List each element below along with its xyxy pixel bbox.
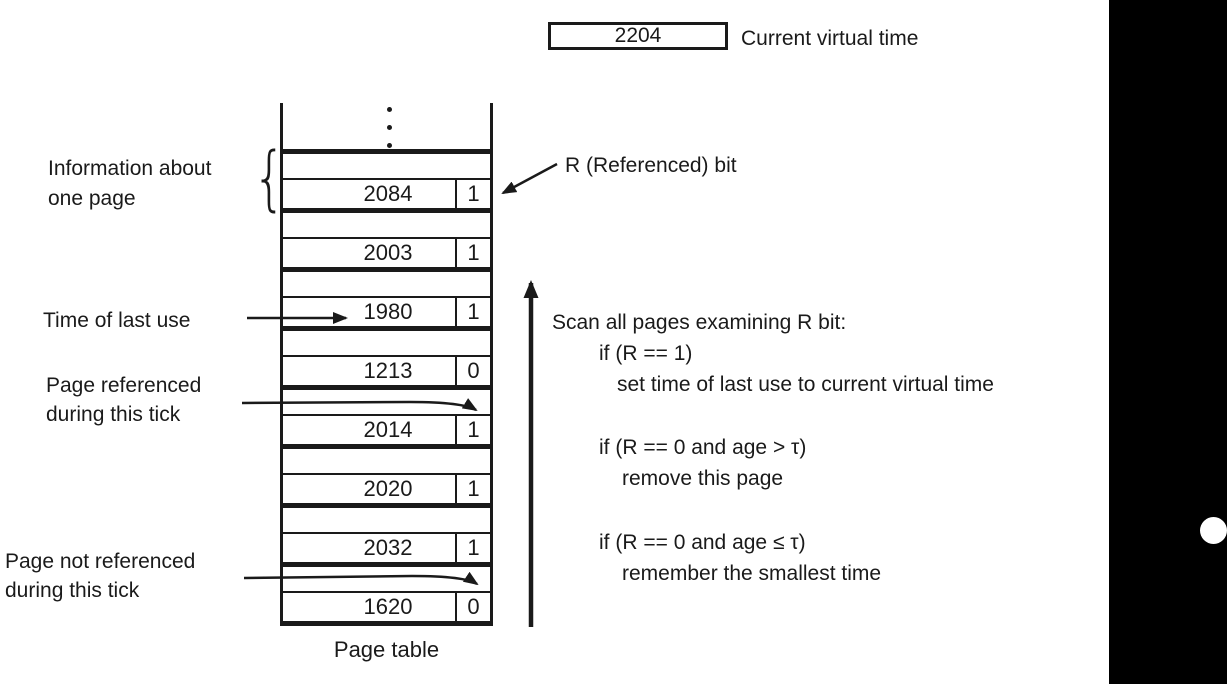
time-cell: 2084: [363, 181, 413, 206]
r-bit-arrow: [501, 162, 558, 195]
table-row: 1620 0: [283, 591, 490, 621]
r-bit-cell: 1: [455, 416, 490, 444]
referenced-arrow-row: [283, 385, 490, 414]
dot-icon: [387, 143, 392, 148]
r-bit-cell: 1: [455, 475, 490, 503]
empty-slot-row: [283, 149, 490, 178]
page-table: 2084 1 2003 1 1980 1 1213 0 2014 1 2020: [280, 103, 493, 626]
empty-slot-row: [283, 503, 490, 532]
algorithm-line-5: remove this page: [622, 467, 784, 490]
page-referenced-label: Page referenced during this tick: [46, 371, 201, 429]
page-table-caption: Page table: [333, 637, 440, 662]
empty-slot-row: [283, 326, 490, 355]
current-virtual-time-label: Current virtual time: [741, 27, 919, 50]
current-virtual-time-box: 2204: [548, 22, 728, 50]
table-bottom-border: [283, 621, 490, 626]
algorithm-line-2: if (R == 1): [599, 342, 693, 365]
r-bit-cell: 1: [455, 298, 490, 326]
white-dot: [1200, 517, 1227, 544]
table-row: 1213 0: [283, 355, 490, 385]
empty-slot-row: [283, 208, 490, 237]
r-bit-cell: 1: [455, 534, 490, 562]
time-cell: 2003: [363, 240, 413, 265]
not-referenced-arrow-row: [283, 562, 490, 591]
current-virtual-time-value: 2204: [614, 24, 662, 47]
table-row: 2084 1: [283, 178, 490, 208]
time-cell: 1620: [363, 594, 413, 619]
time-cell: 2020: [363, 476, 413, 501]
table-row: 1980 1: [283, 296, 490, 326]
time-cell: 1980: [363, 299, 413, 324]
time-cell: 2032: [363, 535, 413, 560]
ellipsis-dots: [283, 103, 490, 149]
table-row: 2014 1: [283, 414, 490, 444]
dot-icon: [387, 107, 392, 112]
time-of-last-use-label: Time of last use: [43, 309, 191, 332]
info-label-line1: Information about: [48, 157, 212, 180]
page-not-referenced-label: Page not referenced during this tick: [5, 547, 195, 605]
time-cell: 2014: [363, 417, 413, 442]
table-row: 2020 1: [283, 473, 490, 503]
empty-slot-row: [283, 267, 490, 296]
algorithm-line-7: remember the smallest time: [622, 562, 882, 585]
page-referenced-line1: Page referenced: [46, 374, 202, 397]
page-not-referenced-line2: during this tick: [5, 579, 140, 602]
r-bit-cell: 0: [455, 357, 490, 385]
empty-slot-row: [283, 444, 490, 473]
time-cell: 1213: [363, 358, 413, 383]
algorithm-line-4: if (R == 0 and age > τ): [599, 436, 807, 459]
r-bit-cell: 1: [455, 239, 490, 267]
page-not-referenced-line1: Page not referenced: [5, 550, 196, 573]
r-bit-cell: 1: [455, 180, 490, 208]
info-about-one-page-label: Information about one page: [48, 154, 211, 214]
algorithm-line-1: Scan all pages examining R bit:: [552, 311, 847, 334]
black-band: [1109, 0, 1227, 684]
r-bit-label: R (Referenced) bit: [565, 154, 737, 177]
table-row: 2003 1: [283, 237, 490, 267]
table-row: 2032 1: [283, 532, 490, 562]
info-label-line2: one page: [48, 187, 136, 210]
page-referenced-line2: during this tick: [46, 403, 181, 426]
r-bit-cell: 0: [455, 593, 490, 621]
dot-icon: [387, 125, 392, 130]
algorithm-line-6: if (R == 0 and age ≤ τ): [599, 531, 806, 554]
algorithm-line-3: set time of last use to current virtual …: [617, 373, 994, 396]
